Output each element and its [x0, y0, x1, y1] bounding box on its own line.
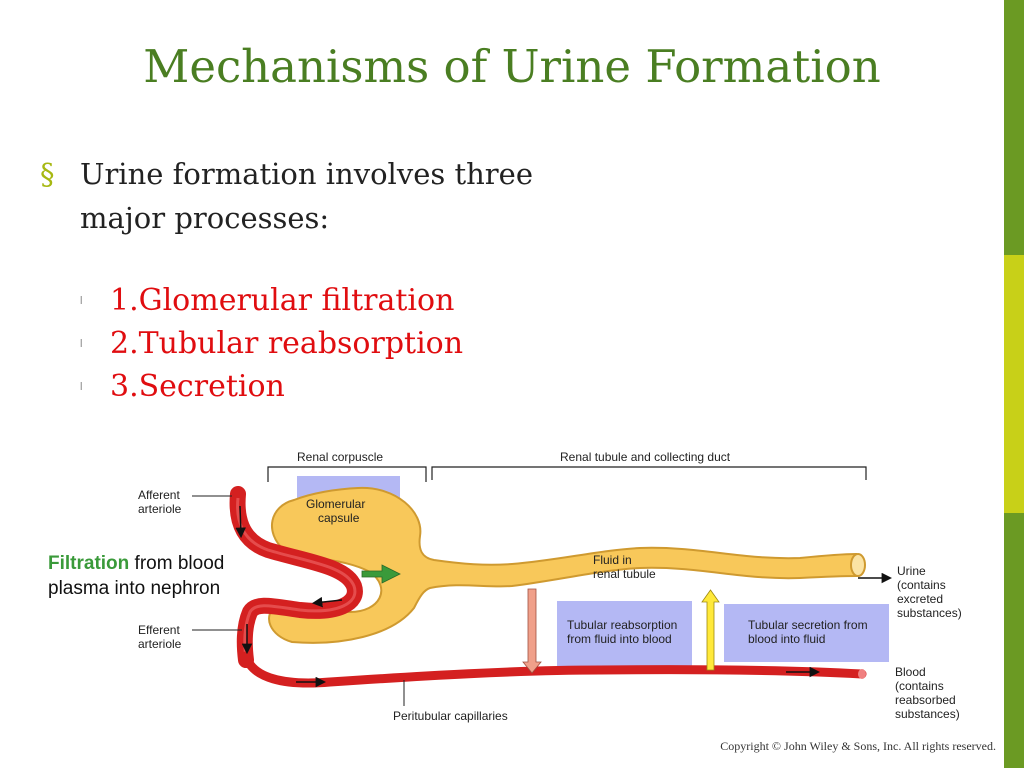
filtration-label: Filtration from blood [48, 553, 224, 574]
filtration-rest: from blood [129, 553, 224, 574]
secretion-highlight [724, 604, 889, 662]
section-bullet-icon: § [40, 157, 55, 191]
filtration-arrow [361, 564, 401, 584]
reabsorption-label-line2: from fluid into blood [567, 632, 672, 646]
filtration-label-line2: plasma into nephron [48, 578, 220, 599]
accent-bar-bottom [1004, 513, 1024, 768]
urine-label-line4: substances) [897, 606, 962, 620]
slide-title: Mechanisms of Urine Formation [143, 40, 881, 93]
blood-label-line1: Blood [895, 665, 926, 679]
urine-label-line1: Urine [897, 564, 926, 578]
reabsorption-label-line1: Tubular reabsorption [567, 618, 677, 632]
glomerular-capsule [268, 486, 857, 644]
glomerular-capsule-label-line1: Glomerular [306, 497, 365, 511]
glomerular-capsule-label-line2: capsule [318, 511, 360, 525]
peritubular-capillary [241, 651, 867, 688]
tubule-opening [850, 553, 866, 577]
secretion-label-line2: blood into fluid [748, 632, 825, 646]
reabsorption-arrow [522, 588, 542, 674]
list-bullet-icon: l [80, 381, 83, 393]
nephron-diagram: Renal corpuscle Renal tubule and collect… [48, 450, 962, 723]
urine-label-line3: excreted [897, 592, 943, 606]
glomerulus-flow-arrow [311, 596, 343, 608]
renal-corpuscle-bracket [267, 466, 427, 482]
renal-corpuscle-label: Renal corpuscle [297, 450, 383, 464]
secretion-arrow [701, 589, 720, 671]
vessel-highlight [236, 497, 357, 659]
renal-tubule-bracket [431, 466, 867, 480]
process-label: 3.Secretion [110, 369, 285, 404]
filtration-word: Filtration [48, 553, 129, 574]
afferent-label-line2: arteriole [138, 502, 182, 516]
urine-label-line2: (contains [897, 578, 946, 592]
blood-label-line2: (contains [895, 679, 944, 693]
accent-bar-top [1004, 0, 1024, 255]
intro-text: Urine formation involves three major pro… [80, 157, 533, 235]
reabsorption-highlight [557, 601, 692, 667]
capillary-end [858, 669, 866, 679]
blood-label-line4: substances) [895, 707, 960, 721]
accent-bar-middle [1004, 255, 1024, 513]
secretion-label-line1: Tubular secretion from [748, 618, 868, 632]
renal-tubule-label: Renal tubule and collecting duct [560, 450, 731, 464]
fluid-label-line2: renal tubule [593, 567, 656, 581]
process-label: 2.Tubular reabsorption [110, 326, 464, 361]
list-bullet-icon: l [80, 295, 83, 307]
efferent-label-line1: Efferent [138, 623, 180, 637]
fluid-label-line1: Fluid in [593, 553, 632, 567]
efferent-label-line2: arteriole [138, 637, 182, 651]
list-bullet-icon: l [80, 338, 83, 350]
afferent-flow-arrow [235, 505, 246, 539]
copyright-notice: Copyright © John Wiley & Sons, Inc. All … [720, 739, 996, 753]
blood-label-line3: reabsorbed [895, 693, 956, 707]
process-label: 1.Glomerular filtration [110, 283, 455, 318]
peritubular-label: Peritubular capillaries [393, 709, 508, 723]
afferent-label-line1: Afferent [138, 488, 180, 502]
